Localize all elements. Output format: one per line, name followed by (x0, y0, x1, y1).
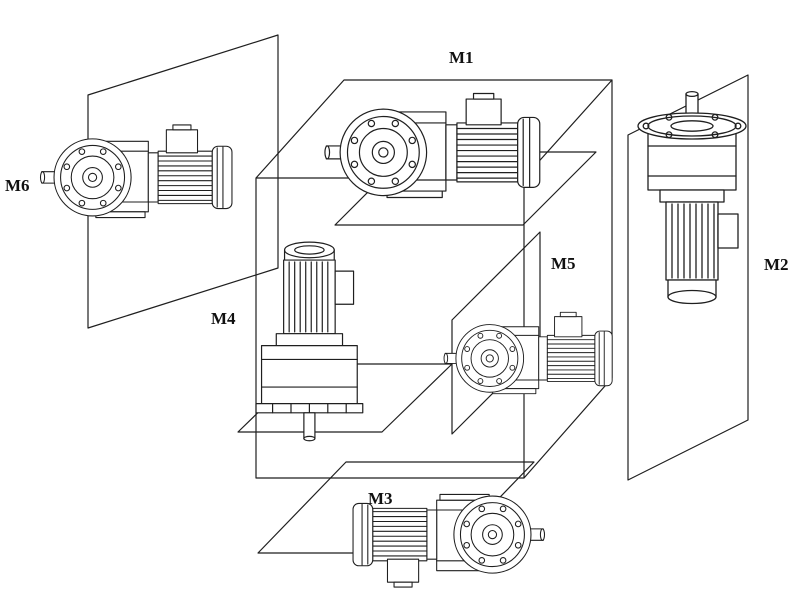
position-label-m2: M2 (764, 255, 789, 274)
position-label-m1: M1 (449, 48, 474, 67)
position-label-m5: M5 (551, 254, 576, 273)
position-label-m4: M4 (211, 309, 236, 328)
gearmotor-m5 (443, 311, 613, 395)
mounting-plane-m6 (87, 34, 279, 329)
gearmotor-m2 (637, 90, 747, 305)
mounting-plane-m2 (627, 74, 749, 481)
gearmotor-m6 (39, 124, 233, 219)
gearmotor-m4 (255, 241, 364, 442)
position-label-m3: M3 (368, 489, 393, 508)
gearmotor-m1 (324, 92, 541, 199)
position-label-m6: M6 (5, 176, 30, 195)
